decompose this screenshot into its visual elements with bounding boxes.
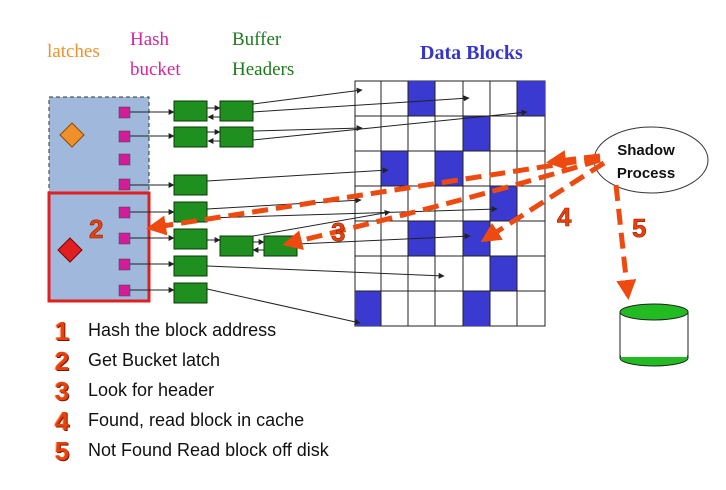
legend-text: Look for header [88,380,215,400]
hash-bucket [118,258,131,271]
filled-data-block [381,151,408,186]
filled-data-block [463,291,490,326]
buffer-header [173,100,208,122]
step-marker-2: 2 [89,214,103,244]
buffer-header [173,201,208,223]
step-2-arrow [146,155,601,236]
step-markers: 2 3 4 5 [89,202,647,248]
filled-data-block [463,116,490,151]
step-top-arrow [546,150,601,171]
buffer-header [173,174,208,196]
buffer-header [219,126,254,148]
filled-data-block [490,256,517,291]
step-marker-3: 3 [331,217,345,247]
hash-bucket [118,206,131,219]
buffer-header [173,228,208,250]
buffer-headers [173,100,298,304]
hash-bucket [118,232,131,245]
hash-buckets [118,106,131,297]
legend-text: Not Found Read block off disk [88,440,329,460]
bucket-label-line2: bucket [130,59,181,80]
red-diamond-icon [57,237,83,263]
orange-diamond-icon [59,122,85,148]
hash-bucket [118,106,131,119]
buffer-label-line1: Buffer [232,29,282,50]
legend-text: Found, read block in cache [88,410,305,430]
legend-number: 3 [54,376,70,406]
filled-data-block [408,81,435,116]
selected-latch-region [47,191,151,303]
disk-icon [619,303,689,367]
buffer-header [173,255,208,277]
latch-region [49,97,149,301]
filled-data-block [463,221,490,256]
filled-data-block [517,81,545,116]
step-3-arrow [282,157,601,251]
header-block-pointers [206,87,528,325]
legend-number: 2 [54,346,70,376]
latches-label: latches [47,41,100,62]
filled-data-block [355,291,381,326]
step-arrows [146,150,637,300]
buffer-header [173,282,208,304]
legend-text: Hash the block address [88,320,277,340]
grid-lines [355,81,545,326]
legend-number: 4 [54,406,70,436]
hash-bucket [118,178,131,191]
legend-number: 1 [54,316,70,346]
shadow-process-label-line1: Shadow [617,142,675,159]
shadow-process-label-line2: Process [617,165,675,182]
buffer-header [173,126,208,148]
headers-label-line2: Headers [232,59,294,80]
buffer-header [263,235,298,257]
step-5-arrow [613,184,637,300]
step-marker-4: 4 [557,202,572,232]
legend-text: Get Bucket latch [88,350,221,370]
hash-bucket [118,284,131,297]
step-marker-5: 5 [632,213,646,243]
hash-bucket [118,153,131,166]
data-blocks-title: Data Blocks [420,42,523,64]
bucket-header-links [130,105,265,293]
hash-bucket [118,130,131,143]
buffer-header [219,235,254,257]
buffer-header [219,100,254,122]
hash-label-line1: Hash [130,29,170,50]
shadow-process-node [593,126,709,194]
legend-number: 5 [54,436,70,466]
